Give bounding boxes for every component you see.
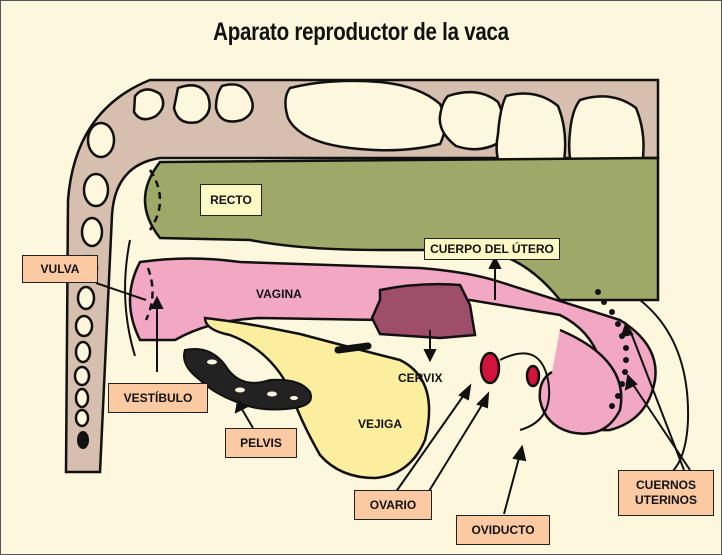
uterine-horns-line1: CUERNOS bbox=[636, 478, 696, 493]
ovary-right bbox=[527, 366, 539, 386]
vulva-label: VULVA bbox=[22, 255, 98, 283]
pelvis-label: PELVIS bbox=[225, 428, 297, 458]
ovary-left bbox=[481, 353, 499, 383]
uterine-horns-label: CUERNOS UTERINOS bbox=[618, 470, 714, 516]
vestibule-label: VESTÍBULO bbox=[108, 383, 208, 413]
ovary-label: OVARIO bbox=[354, 490, 432, 520]
rectum-label: RECTO bbox=[200, 184, 262, 216]
cervix bbox=[372, 284, 475, 338]
uterus-body-label: CUERPO DEL ÚTERO bbox=[424, 238, 560, 260]
tail-tip bbox=[77, 431, 89, 449]
uterine-horns-line2: UTERINOS bbox=[635, 493, 697, 508]
bladder-label: VEJIGA bbox=[358, 417, 402, 431]
vagina-label: VAGINA bbox=[256, 287, 302, 301]
oviduct-label: OVIDUCTO bbox=[456, 515, 550, 545]
cervix-label: CERVIX bbox=[398, 371, 442, 385]
